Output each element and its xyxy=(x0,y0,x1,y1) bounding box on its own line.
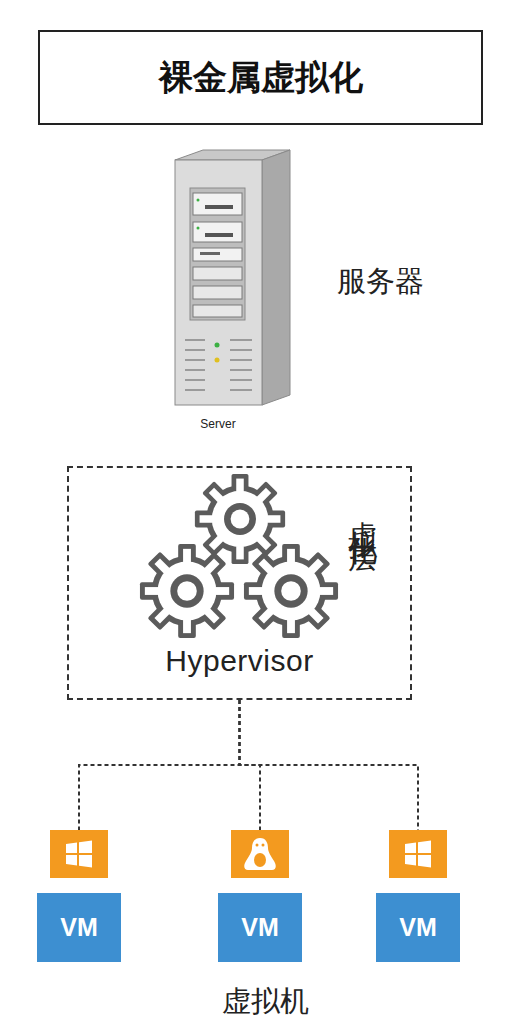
vm-box: VM xyxy=(37,830,121,962)
vm-fill: VM xyxy=(376,893,460,962)
hypervisor-box: Hypervisor 虚拟化层 xyxy=(67,466,412,700)
layer-name: Hypervisor xyxy=(69,644,410,678)
windows-icon xyxy=(50,830,108,878)
title-box: 裸金属虚拟化 xyxy=(38,30,483,125)
server-illustration xyxy=(175,150,290,405)
vm-label: VM xyxy=(241,913,279,942)
server-label: 服务器 xyxy=(325,262,435,302)
vm-fill: VM xyxy=(218,893,302,962)
dashed-connector xyxy=(240,700,261,830)
vm-box: VM xyxy=(218,830,302,962)
dashed-connector xyxy=(79,700,240,830)
server-caption: Server xyxy=(193,417,243,431)
windows-icon xyxy=(389,830,447,878)
vm-label: VM xyxy=(399,913,437,942)
vm-box: VM xyxy=(376,830,460,962)
vm-label: VM xyxy=(60,913,98,942)
linux-icon xyxy=(231,830,289,878)
diagram-title: 裸金属虚拟化 xyxy=(159,55,363,101)
dashed-connector xyxy=(240,700,419,830)
vm-fill: VM xyxy=(37,893,121,962)
vm-group-label: 虚拟机 xyxy=(190,982,340,1022)
gear-icons xyxy=(140,474,338,638)
layer-caption: 虚拟化层 xyxy=(343,498,383,530)
